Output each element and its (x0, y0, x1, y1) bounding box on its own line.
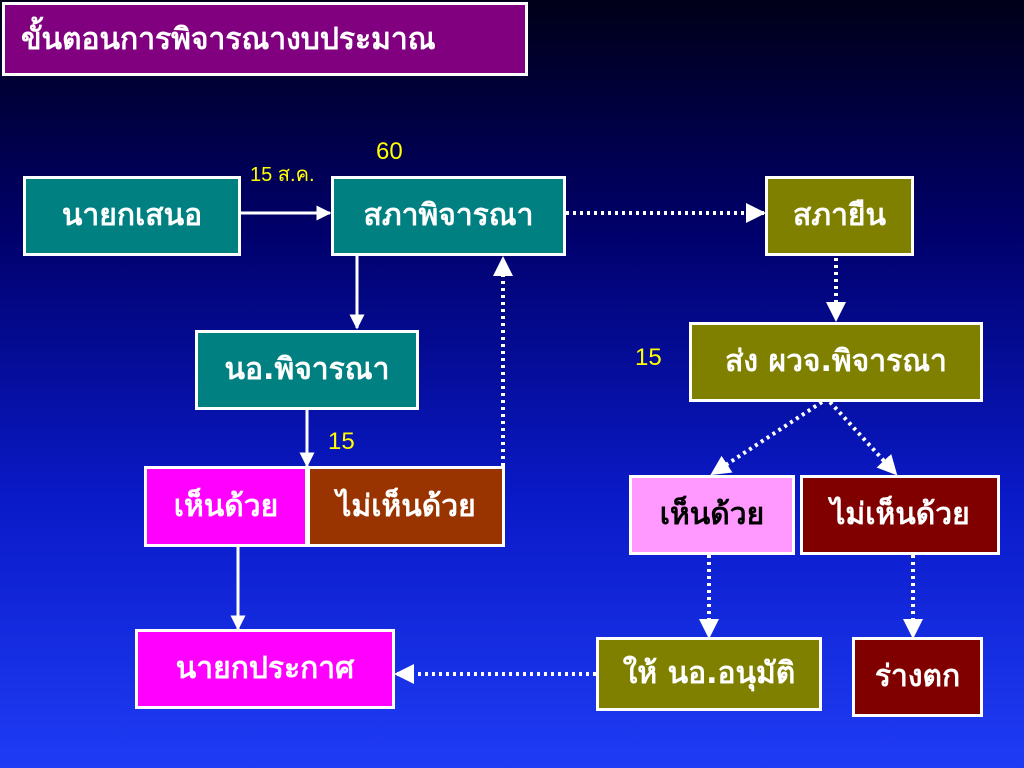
arrow-governor-to-disagree (828, 400, 898, 476)
node-draft-fails: ร่างตก (852, 637, 983, 717)
node-house-consider: สภาพิจารณา (331, 176, 566, 256)
label-date: 15 ส.ค. (250, 164, 315, 186)
node-pm-announce: นายกประกาศ (135, 629, 395, 709)
node-cabinet-consider: นอ.พิจารณา (195, 330, 419, 410)
node-pm-propose: นายกเสนอ (23, 176, 241, 256)
node-house-confirm: สภายืน (765, 176, 914, 256)
node-disagree-right: ไม่เห็นด้วย (800, 475, 1000, 555)
label-days-governor: 15 (635, 344, 662, 371)
arrow-governor-to-agree (710, 400, 824, 476)
label-days-cabinet: 15 (328, 428, 355, 455)
node-agree-left: เห็นด้วย (144, 466, 308, 547)
slide-title: ขั้นตอนการพิจารณางบประมาณ (2, 2, 528, 76)
node-governor-consider: ส่ง ผวจ.พิจารณา (689, 322, 983, 402)
node-disagree-left: ไม่เห็นด้วย (307, 466, 505, 547)
node-agree-right: เห็นด้วย (629, 475, 795, 555)
label-days-house: 60 (376, 138, 403, 165)
node-cabinet-approve: ให้ นอ.อนุมัติ (596, 637, 822, 711)
